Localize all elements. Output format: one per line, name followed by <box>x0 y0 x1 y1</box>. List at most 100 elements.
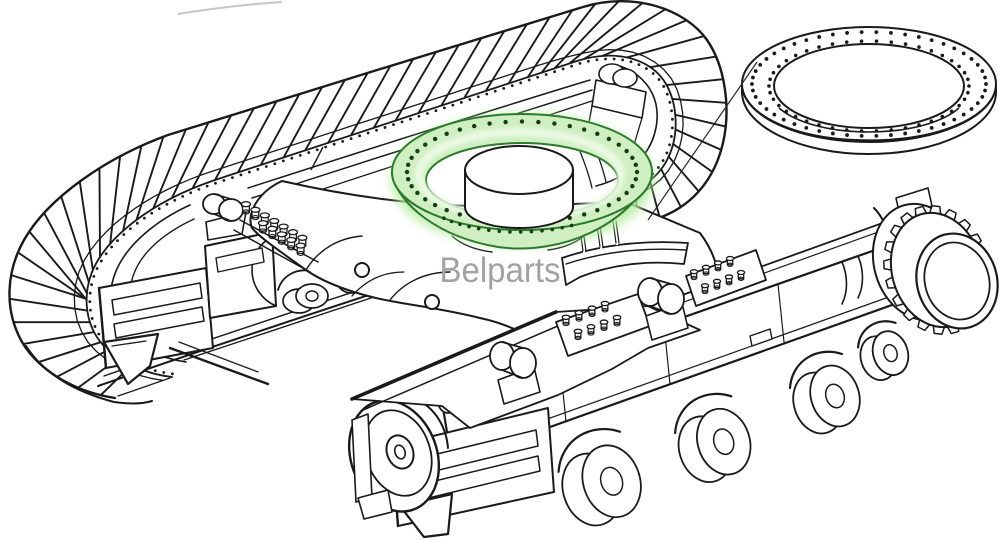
ring-bolt-holes-segment <box>423 197 428 202</box>
exploded-ring-outer-bolt-holes-segment <box>804 126 809 130</box>
slewing-ring-exploded-view-segment <box>747 100 991 141</box>
exploded-ring-inner-bolt-holes-segment <box>962 97 967 102</box>
track-link-bolts-segment <box>97 332 101 336</box>
exploded-ring-outer-bolt-holes-segment <box>984 82 988 86</box>
frame-bolt-row-segment <box>278 223 289 230</box>
ring-lower-bolt-holes-segment <box>442 216 446 220</box>
beam-mount-bolts-front-segment <box>613 321 621 327</box>
ring-bolt-holes-segment <box>630 155 635 160</box>
ring-bolt-holes-segment <box>616 142 621 147</box>
exploded-ring-outer-bolt-holes-segment <box>753 95 758 99</box>
exploded-ring-inner-bolt-holes-segment <box>957 64 961 69</box>
track-rollers-segment-segment <box>712 428 735 456</box>
center-boss-cylinder <box>464 145 574 230</box>
track-link-bolts-segment <box>434 109 438 113</box>
track-frame-mid-section-segment <box>215 247 265 273</box>
track-link-bolts-segment <box>366 131 370 135</box>
track-link-bolts-segment <box>324 145 328 149</box>
ring-bolt-holes-segment <box>472 123 477 129</box>
track-link-bolts-segment <box>651 72 655 75</box>
ring-bolt-holes-segment <box>630 184 635 189</box>
track-shoe-hatching-segment <box>625 35 706 59</box>
frame-bolt-row-segment <box>295 242 306 249</box>
track-link-bolts-segment <box>341 140 345 143</box>
track-link-bolts-segment <box>409 117 412 121</box>
ring-bolt-holes-segment <box>404 169 410 175</box>
track-link-bolts-segment <box>645 67 648 70</box>
ring-lower-bolt-holes-segment <box>449 219 454 224</box>
exploded-ring-outer-bolt-holes-segment <box>929 126 934 130</box>
exploded-ring-outer-bolt-holes-segment <box>961 51 966 56</box>
track-rollers-segment-segment <box>883 343 898 363</box>
exploded-ring-inner-bolt-holes-segment <box>917 45 921 49</box>
track-link-bolts-segment <box>536 75 540 79</box>
track-shoe-hatching-segment <box>60 195 90 284</box>
exploded-ring-inner-bolt-holes-segment <box>859 129 864 133</box>
exploded-ring-inner-bolt-holes-segment <box>903 126 908 130</box>
carrier-roller-front <box>489 341 541 405</box>
frame-bolt-row-segment <box>268 234 277 240</box>
exploded-ring-inner-bolt-holes-segment <box>929 49 934 53</box>
track-link-bolts-segment <box>476 95 480 99</box>
exploded-ring-outer-bolt-holes-segment <box>817 129 822 133</box>
track-band-surface <box>9 1 727 398</box>
track-rollers-segment-segment <box>788 350 844 390</box>
ring-bolt-holes-segment <box>405 176 411 182</box>
beam-mount-bolts-front-segment <box>574 310 584 316</box>
frame-bolt-row-segment <box>267 225 278 232</box>
frame-bolt-row-segment <box>296 250 305 256</box>
track-link-rail-line <box>73 48 684 382</box>
exploded-ring-outer-bolt-holes-segment <box>817 35 822 39</box>
beam-mount-bolts-front-segment <box>562 321 570 327</box>
exploded-ring-inner-bolt-holes-segment <box>957 103 961 108</box>
car-body-leg-plates-segment <box>362 324 561 411</box>
ring-bolt-holes-segment <box>595 131 600 137</box>
beam-mount-bolts-front-segment <box>600 326 608 332</box>
beam-mount-bolts-front-segment <box>574 335 582 341</box>
track-link-bolts-segment <box>629 60 633 64</box>
track-link-bolts-segment <box>656 166 660 169</box>
track-link-bolts-segment <box>222 179 226 182</box>
track-link-bolts-segment <box>670 135 673 138</box>
left-track-carrier-roller-segment <box>213 193 232 222</box>
carrier-roller-rear-segment <box>649 277 672 315</box>
ring-bolt-holes-segment <box>444 131 449 137</box>
track-guard-left-segment <box>111 282 203 316</box>
exploded-ring-inner-bolt-holes-segment <box>889 128 894 132</box>
track-rollers-segment <box>557 427 642 527</box>
beam-mount-bolts-rear-segment <box>736 269 746 276</box>
exploded-ring-inner-bolt-holes-segment <box>804 49 809 53</box>
track-link-bolts-segment <box>426 112 429 115</box>
exploded-ring-outer-bolt-holes-segment <box>758 101 763 106</box>
ring-bolt-holes-segment <box>432 136 438 142</box>
ring-lower-bolt-holes-segment <box>467 224 471 229</box>
beam-mount-bolts-rear-segment <box>737 276 745 281</box>
track-link-bolts-segment <box>197 187 201 191</box>
track-link-bolts-segment <box>88 291 92 295</box>
slewing-ring-exploded-view-segment <box>740 26 998 142</box>
track-link-bolts-segment <box>451 103 455 107</box>
exploded-ring-outer-bolt-holes-segment <box>975 101 980 106</box>
track-link-bolts-segment <box>110 245 114 249</box>
exploded-ring-inner-bolt-holes-segment <box>903 42 908 46</box>
car-body-leg-plates-segment <box>350 310 558 401</box>
beam-mount-bolts-front-segment <box>588 312 596 318</box>
frame-bolt-row-segment <box>287 229 299 236</box>
track-link-bolts-segment <box>665 151 669 155</box>
track-link-bolts-segment <box>586 59 590 63</box>
beam-mount-bolts-rear-segment <box>713 285 721 290</box>
car-body-frame-segment <box>351 271 405 297</box>
exploded-ring-outer-bolt-holes-segment <box>750 82 754 86</box>
beam-mount-bolts-rear-segment <box>700 283 710 289</box>
tick-mark <box>310 146 324 171</box>
exploded-ring-inner-bolt-holes-segment <box>768 90 772 95</box>
carrier-roller-rear-segment <box>657 283 685 315</box>
track-link-bolts-segment <box>485 92 489 96</box>
track-shoe-hatching-segment <box>674 128 723 151</box>
exploded-ring-inner-bolt-holes-segment <box>874 39 879 43</box>
track-link-bolts-segment <box>400 120 404 124</box>
exploded-ring-outer-bolt-holes-segment <box>889 31 893 35</box>
car-body-frame-segment <box>305 235 363 271</box>
track-frame-mid-section-segment <box>251 236 277 307</box>
